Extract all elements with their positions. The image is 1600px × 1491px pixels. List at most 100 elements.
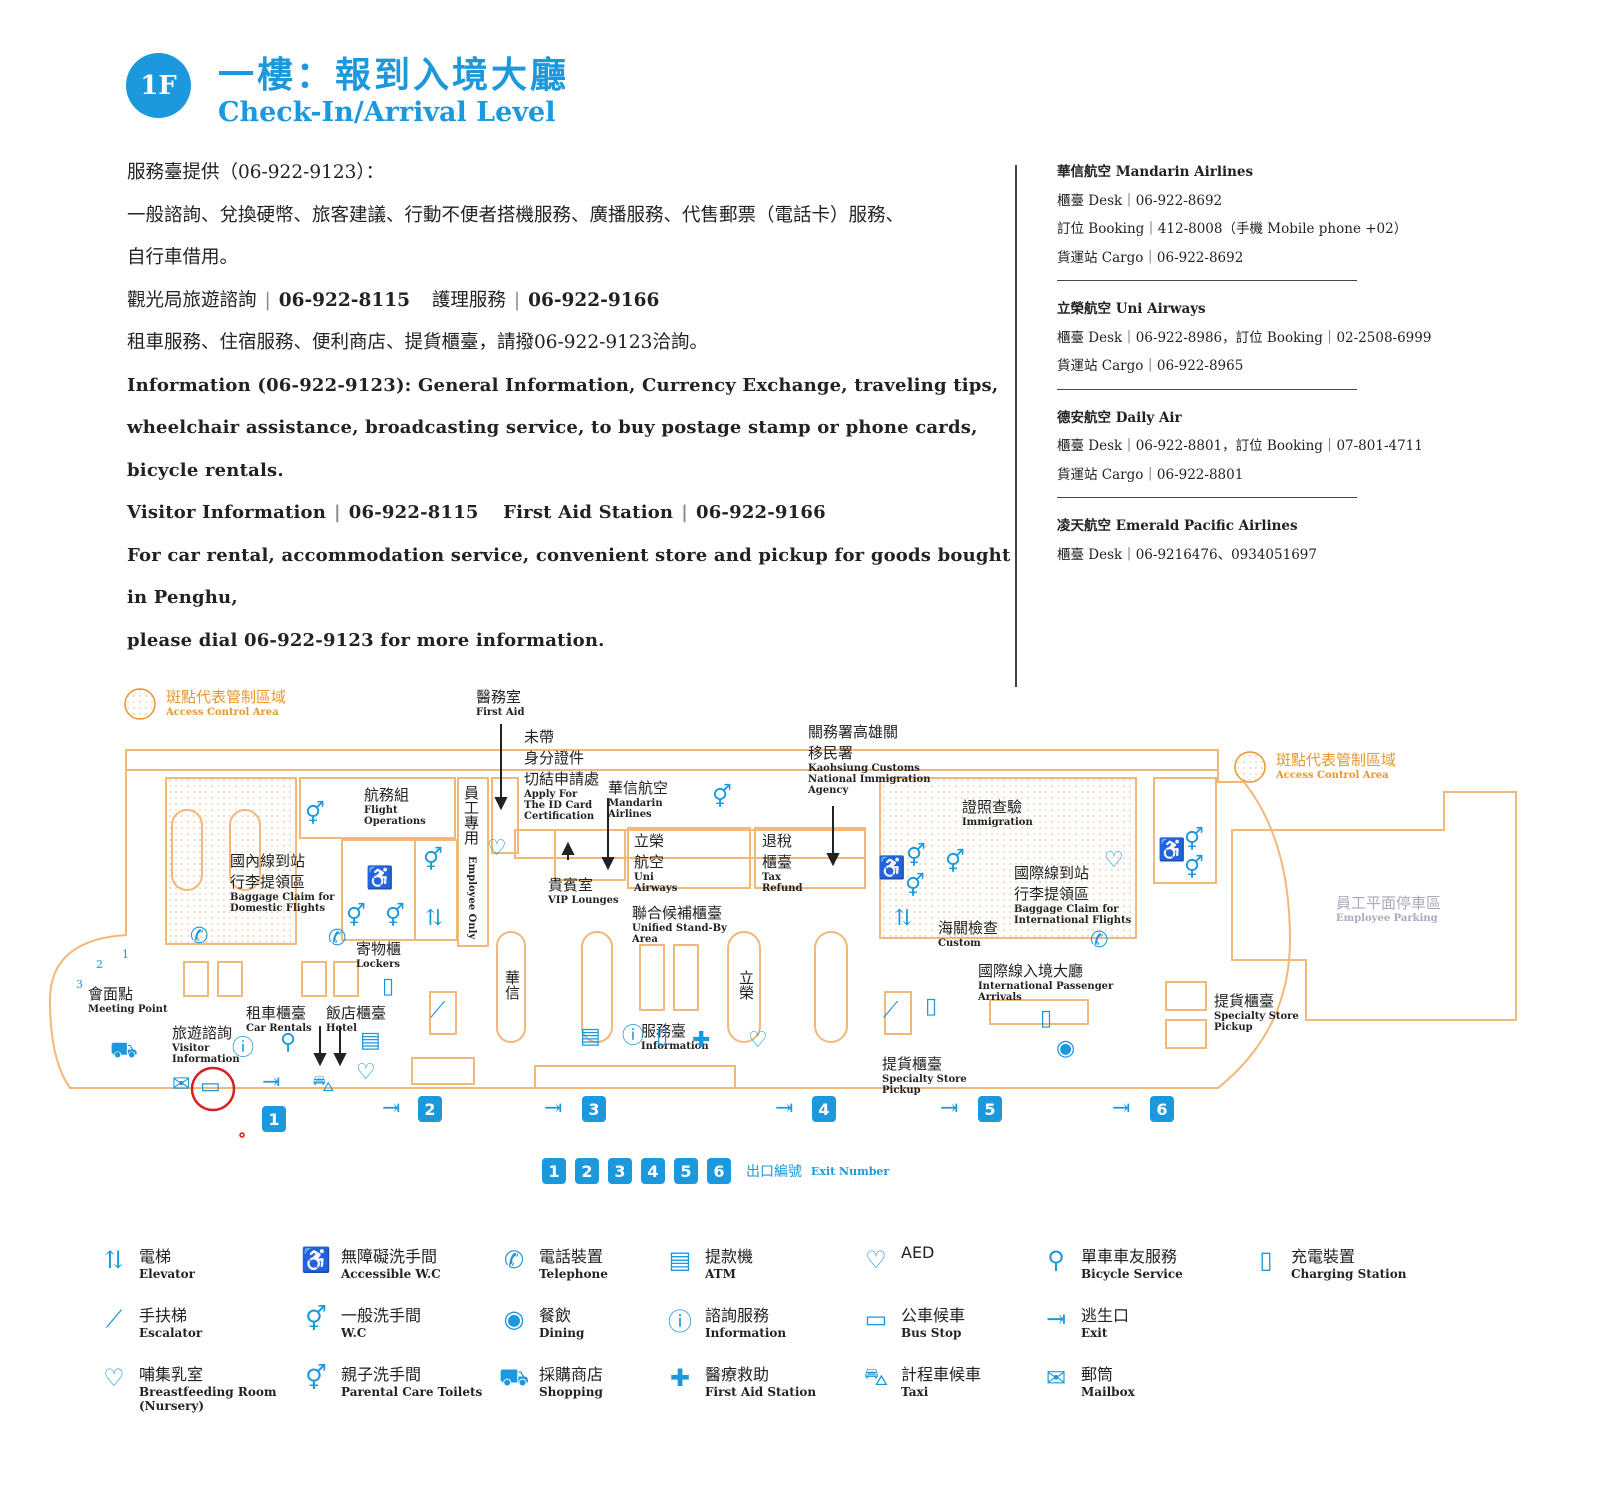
parental-toilet-icon: ⚥	[346, 904, 366, 929]
exit-number-5: 5	[978, 1096, 1002, 1122]
aed-icon: ♡	[356, 1060, 376, 1085]
exit-legend-2: 2	[575, 1158, 599, 1184]
elevator-icon: ⇅	[425, 906, 444, 931]
legend-empty	[1249, 1302, 1449, 1342]
bus-stop-icon[interactable]: ▭	[200, 1074, 221, 1099]
parental-toilet-icon: ⚥	[305, 1364, 327, 1392]
info-en-phones: Visitor Information|06-922-8115 First Ai…	[127, 502, 826, 523]
exit-legend-5: 5	[674, 1158, 698, 1184]
first-aid-phone: 06-922-9166	[695, 502, 826, 523]
exit-legend-6: 6	[707, 1158, 731, 1184]
exit-number-legend: 1 2 3 4 5 6 出口編號 Exit Number	[542, 1158, 889, 1184]
floor-badge: 1F	[126, 53, 191, 118]
airline-divider	[1057, 388, 1357, 390]
info-zh-line: 服務臺提供（06-922-9123）：	[127, 162, 385, 183]
accessible-wc-icon: ♿	[301, 1246, 331, 1274]
airline-block: 立榮航空 Uni Airways 櫃臺 Desk｜06-922-8986，訂位 …	[1057, 297, 1487, 390]
breastfeeding-icon: ♡	[1104, 848, 1124, 873]
accessible-wc-icon: ♿	[878, 856, 906, 881]
airline-contact-line: 櫃臺 Desk｜06-922-8986，訂位 Booking｜02-2508-6…	[1057, 329, 1432, 346]
floor-plan-outline	[48, 688, 1517, 1138]
accessible-wc-icon: ♿	[366, 866, 394, 891]
escalator-icon: ⟋	[883, 998, 899, 1023]
breastfeeding-icon: ♡	[487, 836, 507, 861]
bus-stop-icon: ▭	[864, 1305, 888, 1333]
shopping-icon: ⛟	[498, 1362, 530, 1391]
bicycle-icon: ⚲	[1047, 1246, 1065, 1274]
exit-legend-zh: 出口編號	[746, 1164, 802, 1180]
airline-name: 德安航空 Daily Air	[1057, 409, 1182, 426]
info-en-line: wheelchair assistance, broadcasting serv…	[127, 417, 978, 438]
airline-contact-line: 貨運站 Cargo｜06-922-8692	[1057, 249, 1244, 266]
info-en-line: please dial 06-922-9123 for more informa…	[127, 629, 605, 651]
breastfeeding-icon: ♡	[103, 1364, 125, 1392]
nursing-label: 護理服務	[431, 289, 506, 311]
wc-icon: ⚥	[945, 850, 965, 875]
visitor-info-phone: 06-922-8115	[348, 502, 479, 523]
charging-icon: ▯	[382, 974, 395, 999]
mailbox-icon: ✉	[1045, 1364, 1067, 1392]
page-title-zh: 一樓：報到入境大廳	[218, 55, 570, 96]
airline-divider	[1057, 497, 1357, 498]
exit-icon: ⇥	[1112, 1096, 1131, 1121]
elevator-icon: ⇅	[894, 906, 913, 931]
telephone-icon: ✆	[503, 1246, 525, 1274]
info-en-line: For car rental, accommodation service, c…	[127, 544, 1011, 566]
visitor-info-label: Visitor Information	[127, 502, 327, 523]
info-zh-phones: 觀光局旅遊諮詢|06-922-8115 護理服務|06-922-9166	[127, 289, 660, 311]
page-title-en: Check-In/Arrival Level	[218, 97, 556, 128]
airline-contact-line: 貨運站 Cargo｜06-922-8965	[1057, 358, 1244, 374]
parental-toilet-icon: ⚥	[385, 904, 405, 929]
exit-legend-en: Exit Number	[811, 1164, 890, 1178]
exit-legend-1: 1	[542, 1158, 566, 1184]
telephone-icon: ✆	[328, 926, 347, 951]
tourism-label: 觀光局旅遊諮詢	[127, 289, 257, 311]
charging-icon: ▯	[656, 1024, 669, 1049]
airline-contact-line: 訂位 Booking｜412-8008（手機 Mobile phone +02）	[1057, 221, 1408, 237]
atm-icon: ▤	[668, 1246, 692, 1274]
info-en-line: bicycle rentals.	[127, 459, 284, 481]
airline-block: 華信航空 Mandarin Airlines 櫃臺 Desk｜06-922-86…	[1057, 160, 1487, 281]
airline-name: 立榮航空 Uni Airways	[1057, 301, 1206, 317]
wc-icon: ⚥	[305, 802, 325, 827]
airline-contacts: 華信航空 Mandarin Airlines 櫃臺 Desk｜06-922-86…	[1057, 160, 1487, 587]
info-zh-line: 一般諮詢、兌換硬幣、旅客建議、行動不便者搭機服務、廣播服務、代售郵票（電話卡）服…	[127, 204, 905, 226]
airline-name: 凌天航空 Emerald Pacific Airlines	[1057, 518, 1298, 534]
taxi-icon: ⛍	[863, 1362, 889, 1391]
exit-icon: ⇥	[544, 1096, 563, 1121]
airline-contact-line: 櫃臺 Desk｜06-922-8801，訂位 Booking｜07-801-47…	[1057, 438, 1423, 454]
wc-icon: ⚥	[423, 848, 443, 873]
employee-only-label-zh: 員工專用	[462, 785, 480, 845]
escalator-icon: ⟋	[105, 1305, 123, 1333]
accessible-wc-icon: ♿	[1158, 838, 1186, 863]
